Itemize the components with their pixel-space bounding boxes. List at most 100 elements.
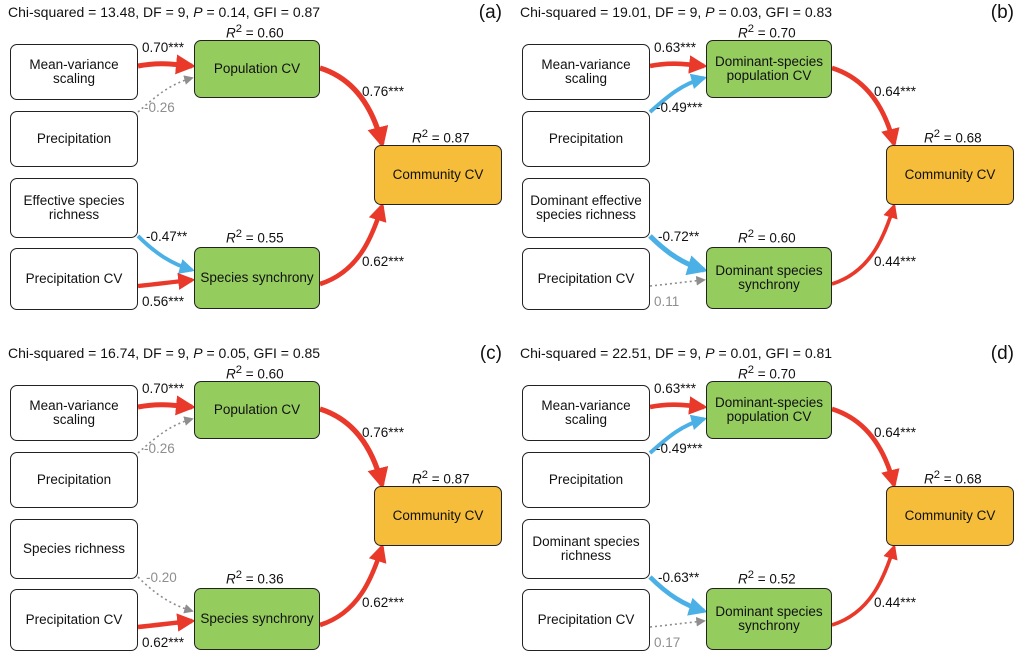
r2-symbol: R <box>738 571 748 587</box>
r2-population: R2 = 0.70 <box>738 23 796 41</box>
path-arrow-mvs-pop <box>649 55 708 74</box>
path-arrow-pcv-sync <box>649 275 706 287</box>
path-label-synchrony-community: 0.62*** <box>362 254 405 269</box>
box-precipitation-cv: Precipitation CV <box>10 589 138 651</box>
path-arrow-sync-comm <box>319 543 387 628</box>
path-arrow-pop-comm <box>319 65 389 149</box>
fit-statistics: Chi-squared = 13.48, DF = 9, P = 0.14, G… <box>8 4 320 20</box>
r2-population: R2 = 0.60 <box>226 364 284 382</box>
chi-label: Chi-squared = 13.48, DF = 9, <box>8 4 194 20</box>
path-arrow-rich-sync <box>136 234 195 274</box>
p-symbol: P <box>705 4 715 20</box>
path-label-precipitation-population: -0.26 <box>144 441 175 456</box>
path-arrows <box>137 395 389 632</box>
r2-population: R2 = 0.70 <box>738 364 796 382</box>
box-richness: Dominant species richness <box>522 519 650 579</box>
path-label-synchrony-community: 0.44*** <box>874 254 917 269</box>
r2-synchrony: R2 = 0.36 <box>226 569 284 587</box>
fit-statistics: Chi-squared = 19.01, DF = 9, P = 0.03, G… <box>520 4 832 20</box>
r2-symbol: R <box>738 25 748 41</box>
box-mean-variance-scaling: Mean-variance scaling <box>10 44 138 100</box>
r2-population-value: = 0.70 <box>754 25 796 41</box>
r2-synchrony: R2 = 0.60 <box>738 228 796 246</box>
path-arrow-mvs-pop <box>137 54 196 75</box>
path-arrows <box>648 55 900 287</box>
r2-superscript: 2 <box>933 128 941 140</box>
r2-population-value: = 0.70 <box>754 366 796 382</box>
path-arrow-sync-comm <box>319 202 387 287</box>
box-population-cv: Population CV <box>194 40 320 98</box>
r2-community-value: = 0.68 <box>940 130 982 146</box>
r2-population: R2 = 0.60 <box>226 23 284 41</box>
path-label-mvs-population: 0.63*** <box>654 40 697 55</box>
chi-label: Chi-squared = 19.01, DF = 9, <box>520 4 706 20</box>
box-mean-variance-scaling: Mean-variance scaling <box>522 44 650 100</box>
r2-population-value: = 0.60 <box>242 25 284 41</box>
path-label-precipcv-synchrony: 0.17 <box>654 635 681 650</box>
path-label-synchrony-community: 0.44*** <box>874 595 917 610</box>
fit-statistics: Chi-squared = 22.51, DF = 9, P = 0.01, G… <box>520 345 832 361</box>
r2-superscript: 2 <box>747 364 755 376</box>
path-label-richness-synchrony: -0.20 <box>146 570 177 585</box>
fit-statistics: Chi-squared = 16.74, DF = 9, P = 0.05, G… <box>8 345 320 361</box>
box-mean-variance-scaling: Mean-variance scaling <box>522 385 650 441</box>
r2-symbol: R <box>738 366 748 382</box>
box-community-cv: Community CV <box>886 145 1014 205</box>
box-population-cv: Dominant-species population CV <box>706 40 832 98</box>
path-label-mvs-population: 0.70*** <box>142 381 185 396</box>
r2-community: R2 = 0.68 <box>924 128 982 146</box>
r2-symbol: R <box>226 230 236 246</box>
r2-superscript: 2 <box>747 569 755 581</box>
path-label-population-community: 0.76*** <box>362 84 405 99</box>
path-arrow-precip-pop <box>137 416 194 454</box>
r2-synchrony-value: = 0.60 <box>754 230 796 246</box>
box-synchrony: Dominant species synchrony <box>706 247 832 309</box>
p-rest: = 0.03, GFI = 0.83 <box>714 4 833 20</box>
path-label-synchrony-community: 0.62*** <box>362 595 405 610</box>
sem-panel-c: Chi-squared = 16.74, DF = 9, P = 0.05, G… <box>0 341 512 669</box>
p-symbol: P <box>705 345 715 361</box>
r2-synchrony-value: = 0.55 <box>242 230 284 246</box>
path-label-population-community: 0.64*** <box>874 425 917 440</box>
box-population-cv: Population CV <box>194 381 320 439</box>
r2-symbol: R <box>738 230 748 246</box>
path-label-mvs-population: 0.70*** <box>142 40 185 55</box>
path-label-population-community: 0.76*** <box>362 425 405 440</box>
r2-superscript: 2 <box>421 469 429 481</box>
path-arrow-sync-comm <box>831 203 898 286</box>
r2-symbol: R <box>226 25 236 41</box>
r2-synchrony-value: = 0.36 <box>242 571 284 587</box>
box-mean-variance-scaling: Mean-variance scaling <box>10 385 138 441</box>
panel-label: (c) <box>479 343 502 364</box>
path-arrow-mvs-pop <box>137 395 196 416</box>
box-population-cv: Dominant-species population CV <box>706 381 832 439</box>
path-arrow-precip-pop <box>137 75 194 113</box>
r2-community-value: = 0.87 <box>428 130 470 146</box>
r2-community: R2 = 0.68 <box>924 469 982 487</box>
p-symbol: P <box>193 4 203 20</box>
box-synchrony: Dominant species synchrony <box>706 588 832 650</box>
chi-label: Chi-squared = 22.51, DF = 9, <box>520 345 706 361</box>
box-richness: Dominant effective species richness <box>522 178 650 238</box>
sem-panel-d: Chi-squared = 22.51, DF = 9, P = 0.01, G… <box>512 341 1024 669</box>
box-community-cv: Community CV <box>374 145 502 205</box>
path-arrow-rich-sync <box>648 234 708 276</box>
r2-population-value: = 0.60 <box>242 366 284 382</box>
box-precipitation: Precipitation <box>522 111 650 167</box>
path-arrow-pcv-sync <box>137 613 196 632</box>
box-precipitation-cv: Precipitation CV <box>10 248 138 310</box>
path-arrow-mvs-pop <box>649 396 708 415</box>
path-label-richness-synchrony: -0.63** <box>658 570 700 585</box>
r2-superscript: 2 <box>747 228 755 240</box>
path-label-richness-synchrony: -0.47** <box>146 229 188 244</box>
box-synchrony: Species synchrony <box>194 588 320 650</box>
r2-symbol: R <box>226 366 236 382</box>
p-rest: = 0.05, GFI = 0.85 <box>202 345 321 361</box>
r2-superscript: 2 <box>747 23 755 35</box>
box-richness: Effective species richness <box>10 178 138 238</box>
r2-symbol: R <box>226 571 236 587</box>
chi-label: Chi-squared = 16.74, DF = 9, <box>8 345 194 361</box>
path-label-precipitation-population: -0.49*** <box>656 100 703 115</box>
panel-label: (a) <box>478 2 502 23</box>
box-community-cv: Community CV <box>886 486 1014 546</box>
